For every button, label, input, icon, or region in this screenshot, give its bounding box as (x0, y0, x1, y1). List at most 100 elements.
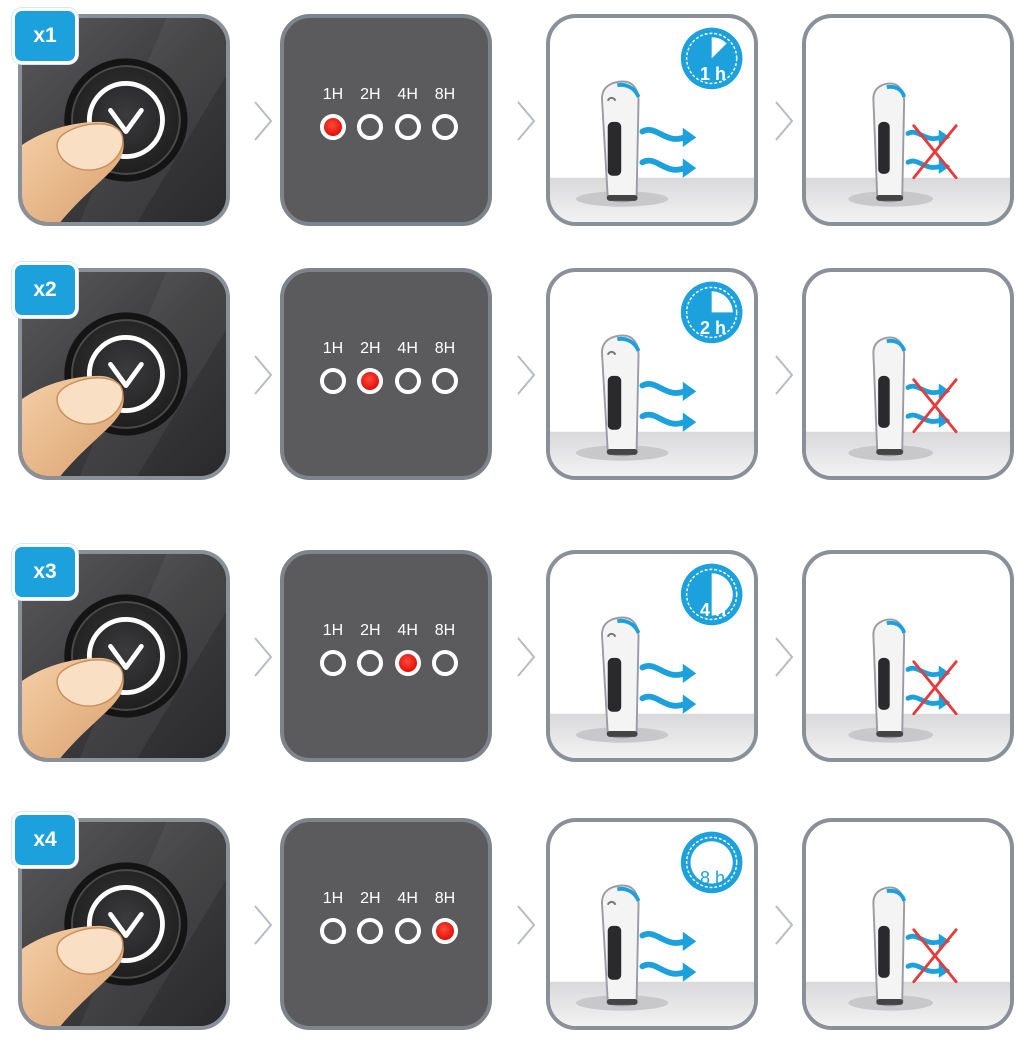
led-label: 8H (428, 86, 462, 104)
led-label: 8H (428, 890, 462, 908)
led-indicator-off (320, 918, 346, 944)
cross-icon (914, 662, 956, 714)
heater-off-panel (802, 818, 1014, 1030)
chevron-right-icon (510, 632, 540, 682)
heater-icon (602, 82, 639, 202)
press-count-badge: x3 (12, 544, 78, 600)
chevron-right-icon (768, 632, 798, 682)
heater-icon (873, 337, 904, 455)
led-indicator-off (395, 368, 421, 394)
chevron-right-icon (510, 96, 540, 146)
heat-flow-arrows (908, 934, 950, 978)
heater-running-panel: 4 h (546, 550, 758, 762)
press-count-badge: x4 (12, 812, 78, 868)
chevron-right-icon (247, 96, 277, 146)
heater-icon (873, 619, 904, 737)
chevron-right-icon (510, 350, 540, 400)
led-label: 8H (428, 340, 462, 358)
led-indicator-off (432, 650, 458, 676)
timer-duration-label: 2 h (700, 318, 726, 339)
led-group: 1H2H4H8H (304, 340, 474, 394)
led-label: 1H (316, 890, 350, 908)
led-label: 2H (353, 86, 387, 104)
timer-duration-label: 1 h (700, 64, 726, 85)
led-indicator-off (432, 114, 458, 140)
led-label: 4H (391, 86, 425, 104)
heater-icon (873, 83, 904, 201)
heater-running-panel: 8 h (546, 818, 758, 1030)
led-indicator-off (357, 114, 383, 140)
press-count-badge: x2 (12, 262, 78, 318)
led-indicator-on (432, 918, 458, 944)
heat-flow-arrows (642, 382, 696, 432)
heater-running-panel: 1 h (546, 14, 758, 226)
chevron-right-icon (510, 900, 540, 950)
cross-icon (914, 126, 956, 178)
chevron-right-icon (247, 632, 277, 682)
chevron-right-icon (247, 900, 277, 950)
led-label: 4H (391, 340, 425, 358)
chevron-right-icon (768, 96, 798, 146)
heat-flow-arrows (642, 932, 696, 982)
heater-icon (602, 336, 639, 456)
timer-duration-label: 4 h (700, 600, 726, 621)
led-label: 2H (353, 622, 387, 640)
heat-flow-arrows (908, 666, 950, 710)
led-label: 4H (391, 622, 425, 640)
led-label: 1H (316, 86, 350, 104)
chevron-right-icon (768, 900, 798, 950)
heater-icon (602, 886, 639, 1006)
led-indicator-off (320, 650, 346, 676)
led-indicator-off (320, 368, 346, 394)
heat-flow-arrows (908, 130, 950, 174)
led-label: 1H (316, 340, 350, 358)
cross-icon (914, 380, 956, 432)
led-indicator-off (395, 114, 421, 140)
heater-off-panel (802, 268, 1014, 480)
led-label: 2H (353, 890, 387, 908)
led-indicator-off (395, 918, 421, 944)
led-indicator-off (432, 368, 458, 394)
heater-off-panel (802, 550, 1014, 762)
timer-duration-label: 8 h (700, 868, 725, 889)
heat-flow-arrows (642, 128, 696, 178)
chevron-right-icon (247, 350, 277, 400)
heater-off-panel (802, 14, 1014, 226)
led-label: 1H (316, 622, 350, 640)
heat-flow-arrows (908, 384, 950, 428)
heater-running-panel: 2 h (546, 268, 758, 480)
press-count-badge: x1 (12, 8, 78, 64)
led-indicator-on (320, 114, 346, 140)
led-label: 8H (428, 622, 462, 640)
led-indicator-off (357, 650, 383, 676)
heater-icon (602, 618, 639, 738)
led-indicator-on (357, 368, 383, 394)
led-row (304, 650, 474, 676)
heat-flow-arrows (642, 664, 696, 714)
led-indicator-off (357, 918, 383, 944)
cross-icon (914, 930, 956, 982)
led-row (304, 368, 474, 394)
led-label: 4H (391, 890, 425, 908)
heater-icon (873, 887, 904, 1005)
chevron-right-icon (768, 350, 798, 400)
led-label: 2H (353, 340, 387, 358)
led-indicator-on (395, 650, 421, 676)
led-row (304, 114, 474, 140)
led-row (304, 918, 474, 944)
